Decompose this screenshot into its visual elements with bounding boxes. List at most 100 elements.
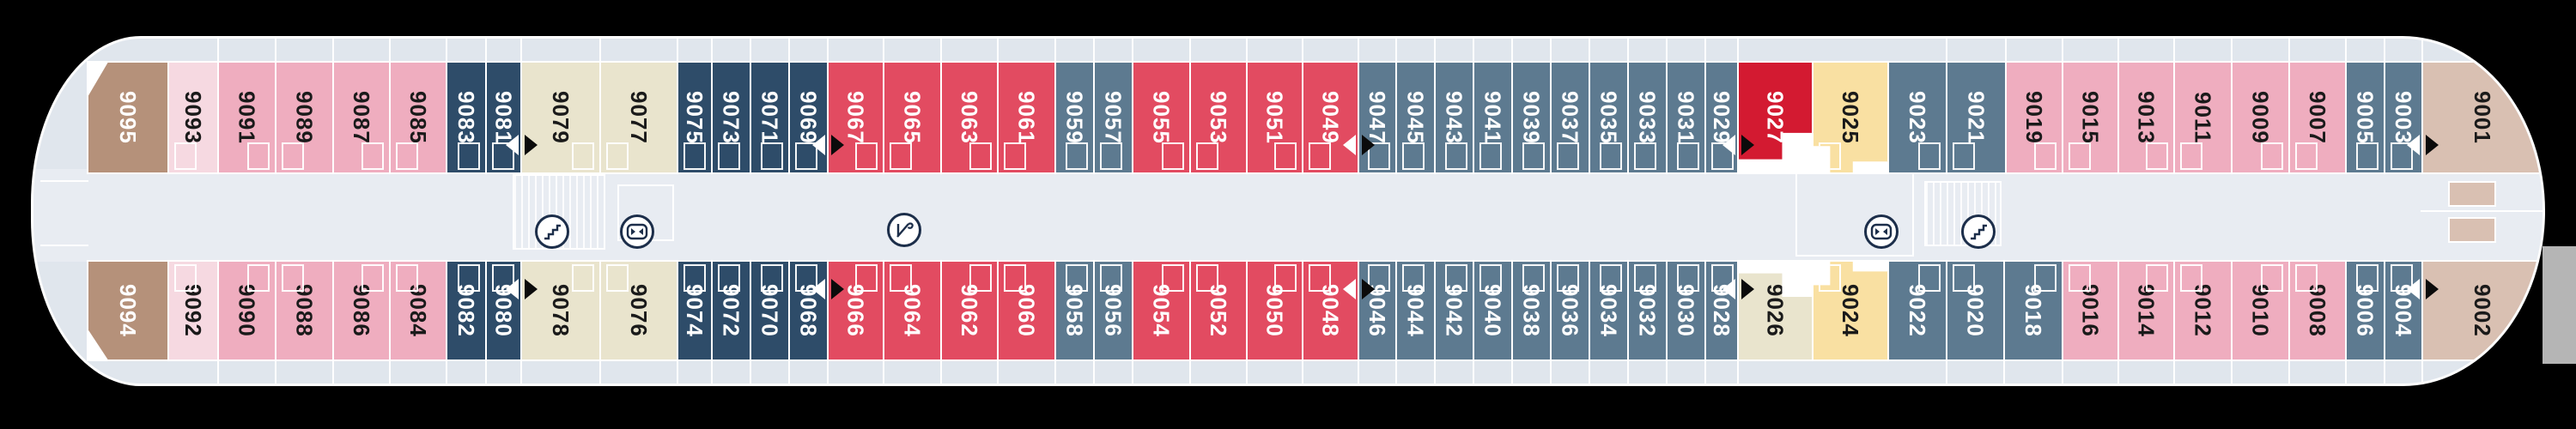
cabin-9084[interactable]: 9084 bbox=[391, 262, 447, 384]
cabin-9063[interactable]: 9063 bbox=[942, 39, 999, 172]
cabin-9093[interactable]: 9093 bbox=[169, 39, 219, 172]
cabin-9074[interactable]: 9074 bbox=[678, 262, 713, 384]
cabin-9050[interactable]: 9050 bbox=[1248, 262, 1303, 384]
cabin-9082[interactable]: 9082 bbox=[447, 262, 487, 384]
cabin-9030[interactable]: 9030 bbox=[1668, 262, 1706, 384]
cabin-9073[interactable]: 9073 bbox=[713, 39, 751, 172]
cabin-9042[interactable]: 9042 bbox=[1436, 262, 1474, 384]
cabin-9009[interactable]: 9009 bbox=[2233, 39, 2290, 172]
cabin-9095[interactable]: 9095 bbox=[88, 63, 169, 172]
cabin-9091[interactable]: 9091 bbox=[219, 39, 276, 172]
cabin-9079[interactable]: 9079 bbox=[522, 39, 601, 172]
cabin-9040[interactable]: 9040 bbox=[1474, 262, 1513, 384]
cabin-9033[interactable]: 9033 bbox=[1629, 39, 1668, 172]
cabin-9022[interactable]: 9022 bbox=[1889, 262, 1947, 384]
cabin-9029[interactable]: 9029 bbox=[1706, 39, 1754, 172]
cabin-9021[interactable]: 9021 bbox=[1947, 39, 2007, 172]
cabin-9036[interactable]: 9036 bbox=[1552, 262, 1590, 384]
cabin-9090[interactable]: 9090 bbox=[219, 262, 276, 384]
cabin-9070[interactable]: 9070 bbox=[751, 262, 790, 384]
cabin-9060[interactable]: 9060 bbox=[999, 262, 1056, 384]
cabin-9025[interactable]: 9025 bbox=[1814, 63, 1889, 172]
cabin-9046[interactable]: 9046 bbox=[1359, 262, 1397, 384]
cabin-9064[interactable]: 9064 bbox=[884, 262, 942, 384]
cabin-9044[interactable]: 9044 bbox=[1397, 262, 1436, 384]
cabin-9020[interactable]: 9020 bbox=[1947, 262, 2005, 384]
cabin-9001[interactable]: 9001 bbox=[2423, 63, 2542, 172]
cabin-9067[interactable]: 9067 bbox=[829, 39, 884, 172]
cabin-9087[interactable]: 9087 bbox=[334, 39, 391, 172]
cabin-9018[interactable]: 9018 bbox=[2005, 262, 2063, 384]
cabin-9012[interactable]: 9012 bbox=[2175, 262, 2233, 384]
cabin-9002[interactable]: 9002 bbox=[2423, 262, 2542, 360]
cabin-9053[interactable]: 9053 bbox=[1191, 39, 1248, 172]
cabin-9057[interactable]: 9057 bbox=[1095, 39, 1133, 172]
cabin-9083[interactable]: 9083 bbox=[447, 39, 487, 172]
cabin-9008[interactable]: 9008 bbox=[2290, 262, 2347, 384]
cabin-9004[interactable]: 9004 bbox=[2385, 262, 2439, 384]
cabin-9052[interactable]: 9052 bbox=[1191, 262, 1248, 384]
cabin-9094[interactable]: 9094 bbox=[88, 262, 169, 360]
cabin-9086[interactable]: 9086 bbox=[334, 262, 391, 384]
cabin-number: 9018 bbox=[2020, 284, 2046, 337]
cabin-9080[interactable]: 9080 bbox=[487, 262, 538, 384]
cabin-9045[interactable]: 9045 bbox=[1397, 39, 1436, 172]
cabin-9048[interactable]: 9048 bbox=[1303, 262, 1375, 384]
cabin-9081[interactable]: 9081 bbox=[487, 39, 538, 172]
cabin-9031[interactable]: 9031 bbox=[1668, 39, 1706, 172]
cabin-9028[interactable]: 9028 bbox=[1706, 262, 1754, 384]
cabin-9037[interactable]: 9037 bbox=[1552, 39, 1590, 172]
cabin-9026[interactable]: 9026 bbox=[1739, 273, 1814, 360]
cabin-9078[interactable]: 9078 bbox=[522, 262, 601, 384]
cabin-9006[interactable]: 9006 bbox=[2347, 262, 2385, 384]
cabin-9041[interactable]: 9041 bbox=[1474, 39, 1513, 172]
cabin-9011[interactable]: 9011 bbox=[2175, 39, 2233, 172]
cabin-9071[interactable]: 9071 bbox=[751, 39, 790, 172]
cabin-number: 9035 bbox=[1595, 91, 1622, 144]
cabin-number: 9063 bbox=[957, 91, 982, 144]
cabin-9003[interactable]: 9003 bbox=[2385, 39, 2439, 172]
cabin-9062[interactable]: 9062 bbox=[942, 262, 999, 384]
cabin-9072[interactable]: 9072 bbox=[713, 262, 751, 384]
cabin-9013[interactable]: 9013 bbox=[2119, 39, 2175, 172]
cabin-9032[interactable]: 9032 bbox=[1629, 262, 1668, 384]
cabin-9065[interactable]: 9065 bbox=[884, 39, 942, 172]
cabin-9027[interactable]: 9027 bbox=[1739, 63, 1814, 160]
cabin-9089[interactable]: 9089 bbox=[276, 39, 334, 172]
cabin-9007[interactable]: 9007 bbox=[2290, 39, 2347, 172]
cabin-9051[interactable]: 9051 bbox=[1248, 39, 1303, 172]
cabin-9038[interactable]: 9038 bbox=[1513, 262, 1552, 384]
black-right-arrow-icon bbox=[525, 279, 538, 299]
cabin-9059[interactable]: 9059 bbox=[1056, 39, 1095, 172]
cabin-9039[interactable]: 9039 bbox=[1513, 39, 1552, 172]
cabin-number: 9094 bbox=[115, 284, 141, 337]
cabin-9069[interactable]: 9069 bbox=[790, 39, 844, 172]
cabin-9043[interactable]: 9043 bbox=[1436, 39, 1474, 172]
cabin-9015[interactable]: 9015 bbox=[2063, 39, 2119, 172]
cabin-9016[interactable]: 9016 bbox=[2063, 262, 2119, 384]
cabin-9092[interactable]: 9092 bbox=[169, 262, 219, 384]
cabin-9035[interactable]: 9035 bbox=[1590, 39, 1629, 172]
cabin-9014[interactable]: 9014 bbox=[2119, 262, 2175, 384]
cabin-9058[interactable]: 9058 bbox=[1056, 262, 1095, 384]
cabin-9076[interactable]: 9076 bbox=[601, 262, 678, 384]
cabin-9034[interactable]: 9034 bbox=[1590, 262, 1629, 384]
cabin-9061[interactable]: 9061 bbox=[999, 39, 1056, 172]
cabin-9010[interactable]: 9010 bbox=[2233, 262, 2290, 384]
cabin-9066[interactable]: 9066 bbox=[829, 262, 884, 384]
cabin-9077[interactable]: 9077 bbox=[601, 39, 678, 172]
cabin-9005[interactable]: 9005 bbox=[2347, 39, 2385, 172]
cabin-9055[interactable]: 9055 bbox=[1133, 39, 1191, 172]
scrollbar-artifact[interactable] bbox=[2543, 246, 2576, 364]
cabin-9023[interactable]: 9023 bbox=[1889, 39, 1947, 172]
cabin-9068[interactable]: 9068 bbox=[790, 262, 844, 384]
cabin-9024[interactable]: 9024 bbox=[1814, 262, 1889, 360]
cabin-9056[interactable]: 9056 bbox=[1095, 262, 1133, 384]
cabin-9085[interactable]: 9085 bbox=[391, 39, 447, 172]
cabin-9049[interactable]: 9049 bbox=[1303, 39, 1375, 172]
cabin-9047[interactable]: 9047 bbox=[1359, 39, 1397, 172]
cabin-9088[interactable]: 9088 bbox=[276, 262, 334, 384]
cabin-9019[interactable]: 9019 bbox=[2007, 39, 2063, 172]
cabin-9054[interactable]: 9054 bbox=[1133, 262, 1191, 384]
cabin-9075[interactable]: 9075 bbox=[678, 39, 713, 172]
